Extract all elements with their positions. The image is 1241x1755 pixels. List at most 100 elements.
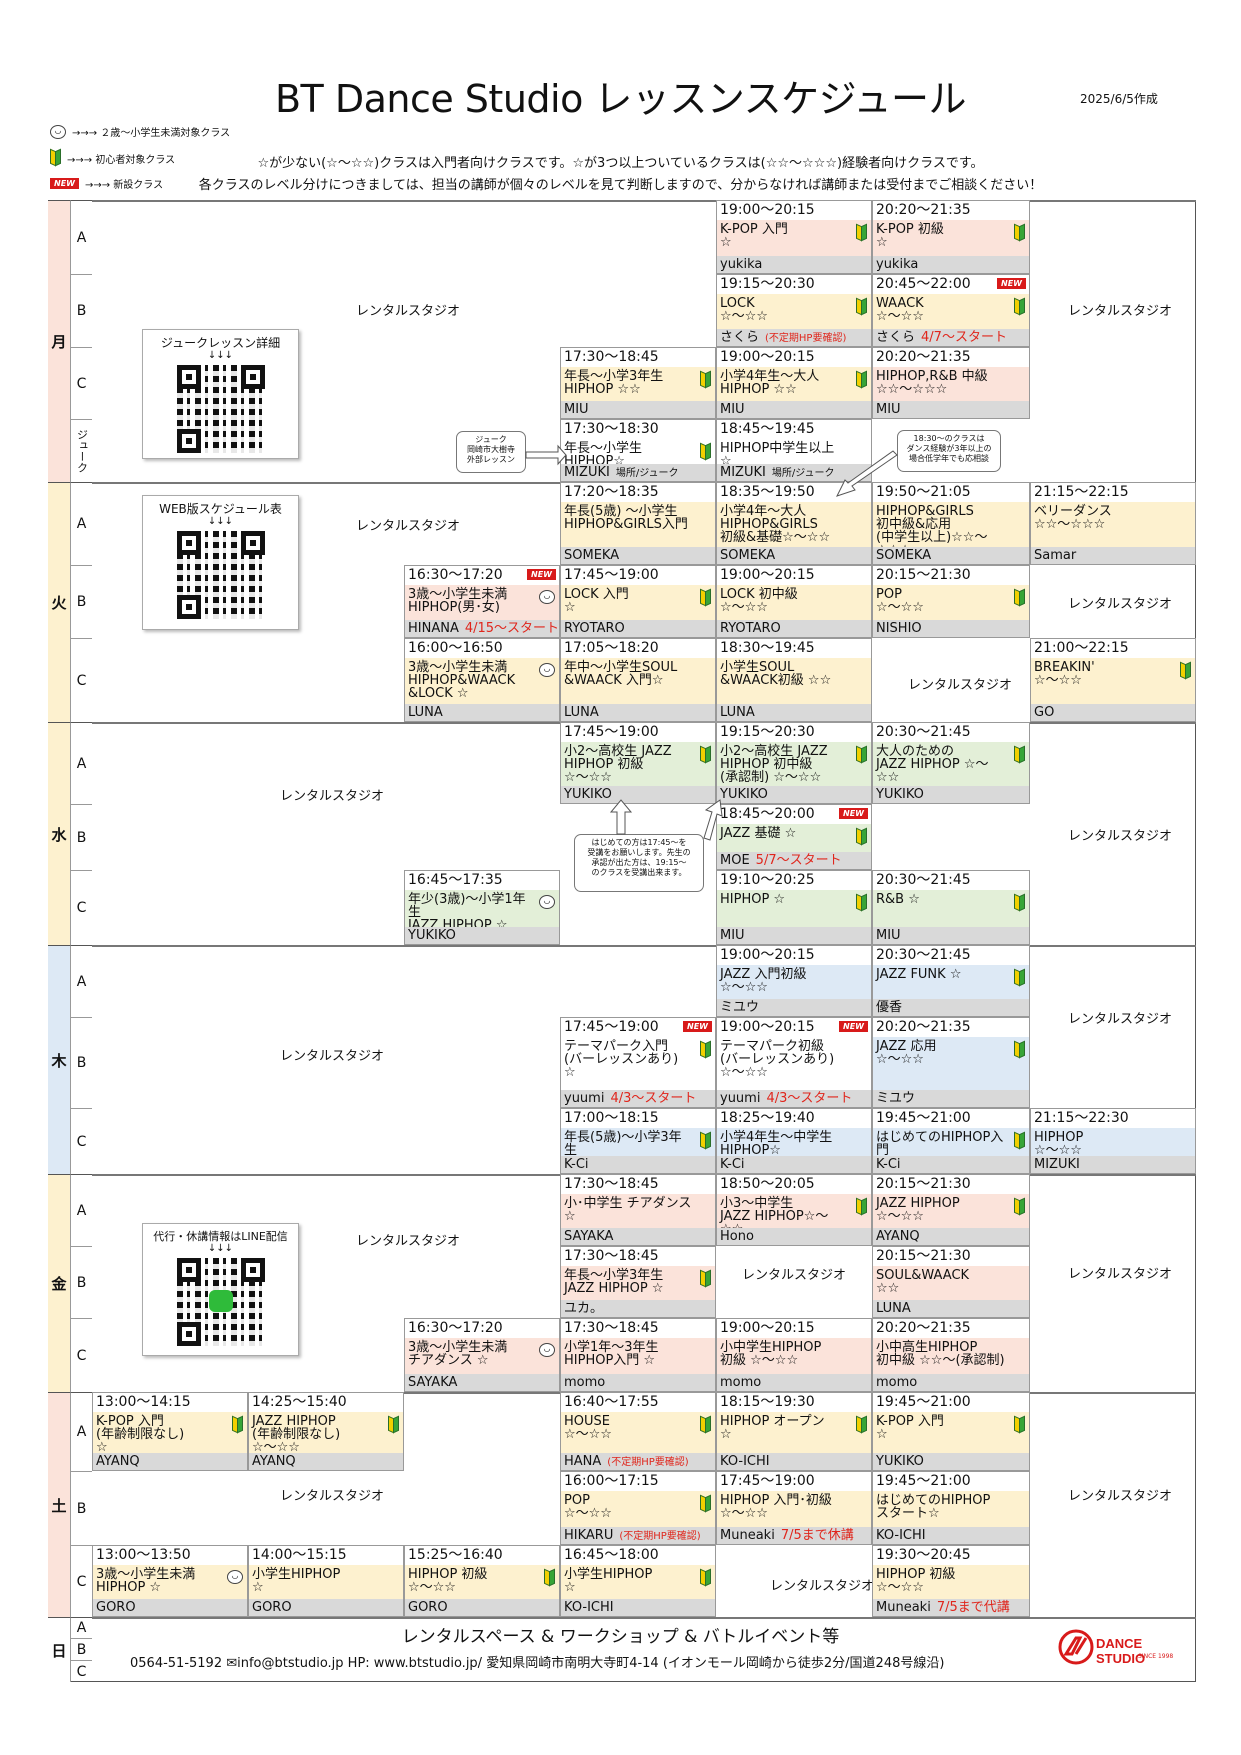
class-teacher: KO-ICHI	[717, 1453, 871, 1470]
teacher-name: AYANQ	[252, 1454, 296, 1469]
bt-logo-icon	[1058, 1629, 1094, 1665]
class-time: 16:45～17:35	[405, 871, 559, 890]
class-teacher: K-Ci	[873, 1156, 1029, 1173]
class-time: 19:45～21:00	[873, 1472, 1029, 1491]
day-label-thu: 木	[48, 945, 70, 1174]
class-name: R&B ☆	[873, 890, 1029, 927]
class-teacher: GO	[1031, 704, 1195, 721]
day-label-tue: 火	[48, 482, 70, 722]
page-title: BT Dance Studio レッスンスケジュール	[274, 77, 967, 121]
day-label-sun: 日	[48, 1617, 70, 1682]
room-label-b: B	[70, 1246, 92, 1318]
class-name: ベリーダンス ☆☆～☆☆☆	[1031, 502, 1195, 547]
class-teacher: LUNA	[405, 704, 559, 721]
room-label-a: A	[70, 200, 92, 274]
teacher-name: GO	[1034, 705, 1055, 720]
teacher-name: yuumi	[564, 1091, 605, 1106]
legend-label: →→→ 新設クラス	[84, 180, 164, 191]
class-teacher: HANA(不定期HP要確認)	[561, 1453, 715, 1470]
teacher-name: MIZUKI	[1034, 1157, 1080, 1172]
qr-code-icon[interactable]	[176, 1258, 265, 1346]
class-note: 場所/ジューク	[771, 468, 835, 479]
class-teacher: HIKARU(不定期HP要確認)	[561, 1527, 715, 1544]
class-time: 19:00～20:15	[717, 1319, 871, 1338]
class-name: HIPHOP オープン ☆	[717, 1412, 871, 1453]
qr-code-icon[interactable]	[176, 365, 265, 453]
class-name: 小学生HIPHOP ☆	[561, 1565, 715, 1599]
new-badge: NEW	[50, 178, 79, 189]
class-note: 4/7～スタート	[921, 330, 1007, 345]
class-name: 年少(3歳)～小学1年生 JAZZ HIPHOP ☆	[405, 890, 559, 927]
teacher-name: YUKIKO	[876, 787, 924, 802]
teacher-name: YUKIKO	[876, 1454, 924, 1469]
class-time: 20:15～21:30	[873, 1247, 1029, 1266]
class-name: テーマパーク入門 (バーレッスンあり) ☆	[564, 1039, 679, 1080]
teacher-name: K-Ci	[720, 1157, 745, 1172]
teacher-name: yuumi	[720, 1091, 761, 1106]
baby-icon: ◡	[227, 1570, 243, 1584]
class-time: 20:30～21:45	[873, 871, 1029, 890]
qr-code-icon[interactable]	[176, 531, 265, 619]
class-time: 20:20～21:35	[873, 201, 1029, 220]
class-name: HIPHOP 初級 ☆～☆☆	[405, 1565, 559, 1599]
